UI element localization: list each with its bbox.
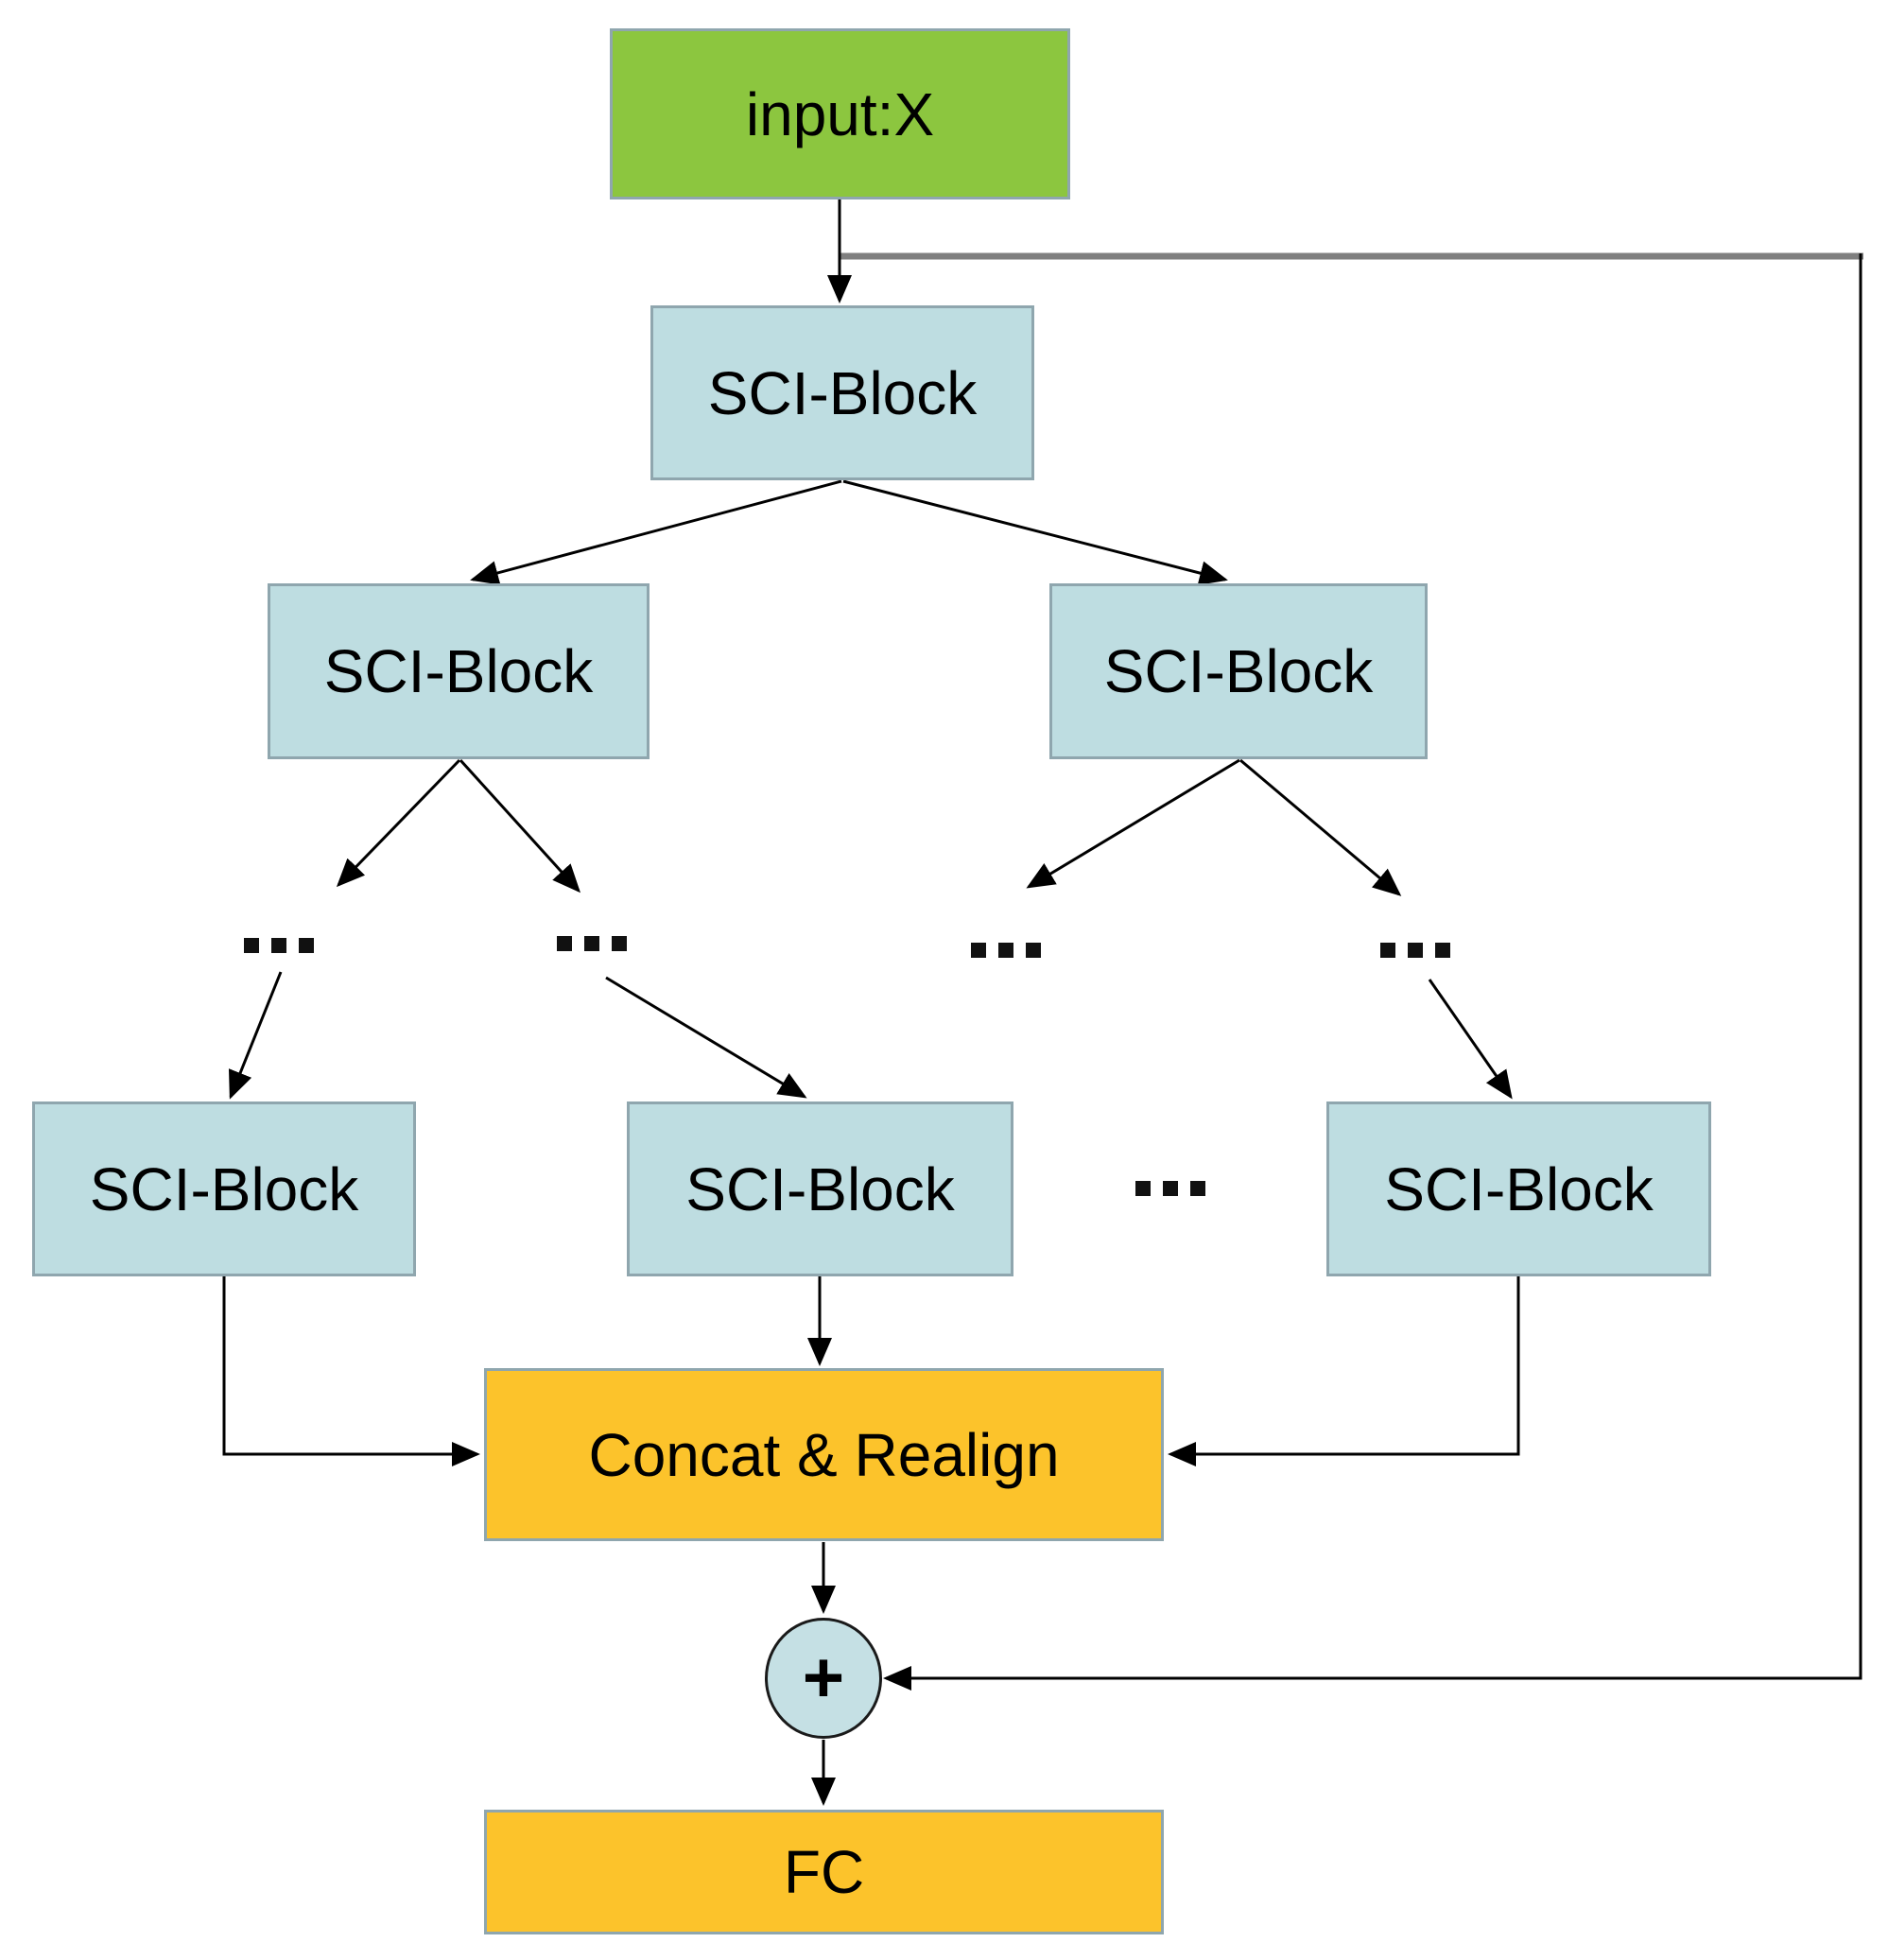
ellipsis-dot xyxy=(1163,1181,1178,1196)
ellipsis-dot xyxy=(1026,943,1041,958)
concat-realign-node: Concat & Realign xyxy=(484,1368,1164,1541)
ellipsis-dot xyxy=(244,938,259,953)
ellipsis-dot xyxy=(1408,943,1423,958)
ellipsis-dots-1 xyxy=(244,938,314,953)
edge-sci3l-concat xyxy=(222,1276,480,1466)
edge-sci1-sci2-right xyxy=(842,479,1228,585)
ellipsis-dots-horizontal xyxy=(1135,1181,1205,1196)
sci-block-1: SCI-Block xyxy=(650,305,1034,480)
ellipsis-dot xyxy=(1435,943,1450,958)
edge-sci2r-ellipsis3 xyxy=(1026,758,1240,889)
ellipsis-dot xyxy=(1135,1181,1151,1196)
ellipsis-dots-4 xyxy=(1380,943,1450,958)
edge-sci2l-ellipsis1 xyxy=(336,758,461,888)
edge-sci2l-ellipsis2 xyxy=(459,758,581,893)
ellipsis-dot xyxy=(1380,943,1395,958)
ellipsis-dot xyxy=(998,943,1013,958)
edge-ellipsis1-sci3l xyxy=(228,971,283,1100)
sci-block-3-right: SCI-Block xyxy=(1326,1101,1711,1276)
ellipsis-dot xyxy=(557,936,572,951)
sci-block-2-left: SCI-Block xyxy=(268,583,650,759)
edge-ellipsis4-sci3r xyxy=(1428,979,1513,1100)
ellipsis-dot xyxy=(584,936,599,951)
ellipsis-dot xyxy=(271,938,286,953)
ellipsis-dot xyxy=(971,943,986,958)
edge-sci2r-ellipsis4 xyxy=(1239,758,1402,896)
ellipsis-dot xyxy=(299,938,314,953)
fc-node: FC xyxy=(484,1810,1164,1934)
edge-residual-loop xyxy=(883,253,1862,1691)
ellipsis-dot xyxy=(612,936,627,951)
ellipsis-dot xyxy=(1190,1181,1205,1196)
edge-sci1-sci2-left xyxy=(470,479,842,585)
ellipsis-dots-2 xyxy=(557,936,627,951)
input-node: input:X xyxy=(610,28,1070,199)
sum-node: + xyxy=(765,1618,882,1739)
edge-ellipsis2-sci3m xyxy=(605,976,807,1099)
sci-block-3-middle: SCI-Block xyxy=(627,1101,1013,1276)
edge-sci3r-concat xyxy=(1168,1276,1520,1466)
sci-block-2-right: SCI-Block xyxy=(1049,583,1428,759)
sci-block-3-left: SCI-Block xyxy=(32,1101,416,1276)
ellipsis-dots-3 xyxy=(971,943,1041,958)
